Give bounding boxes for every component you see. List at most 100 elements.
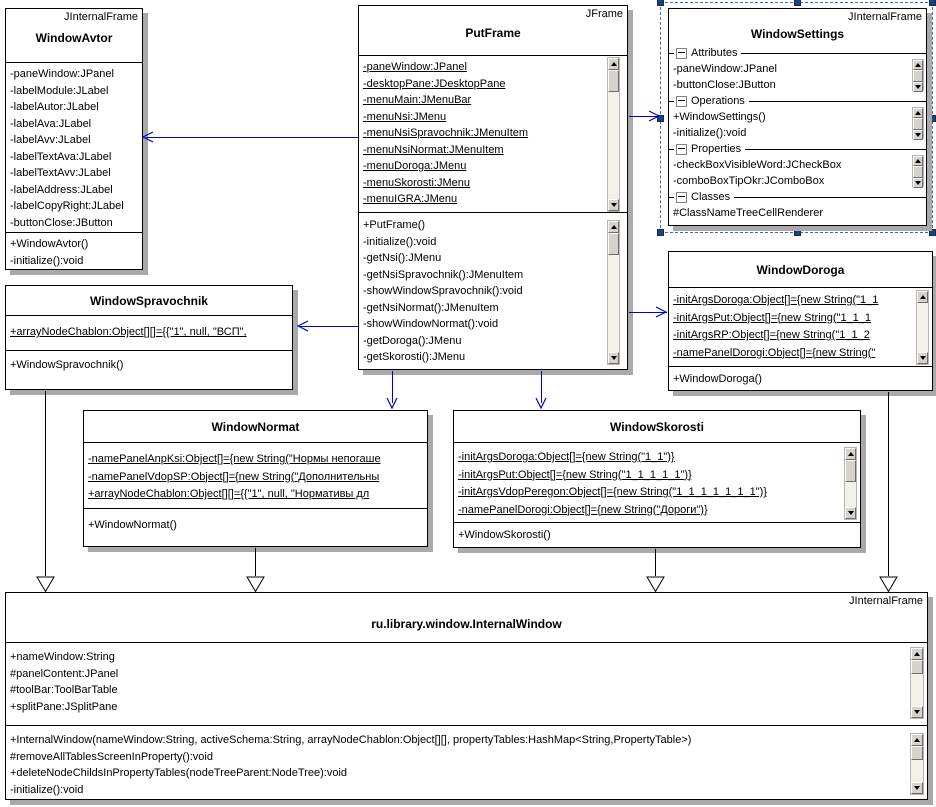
section-header-attributes: Attributes	[669, 45, 926, 61]
property-row: -checkBoxVisibleWord:JCheckBox	[673, 159, 842, 171]
scroll-down-button[interactable]	[917, 352, 928, 364]
class-box-window-normat[interactable]: WindowNormat -namePanelAnpKsi:Object[]={…	[83, 410, 428, 547]
scrollbar-track[interactable]	[608, 92, 619, 199]
scroll-up-button[interactable]	[917, 291, 928, 303]
scroll-up-button[interactable]	[913, 60, 923, 70]
operation-row: +deleteNodeChildsInPropertyTables(nodeTr…	[10, 767, 348, 779]
attribute-row: -buttonClose:JButton	[673, 79, 776, 91]
class-box-window-settings[interactable]: JInternalFrame WindowSettings Attributes…	[668, 8, 927, 226]
attributes-mini-scrollbar[interactable]	[912, 59, 924, 92]
association-line[interactable]	[629, 312, 667, 313]
selection-handle[interactable]	[929, 229, 936, 236]
operation-row: +InternalWindow(nameWindow:String, activ…	[10, 734, 692, 746]
class-box-internal-window[interactable]: JInternalFrame ru.library.window.Interna…	[5, 592, 928, 800]
selection-handle[interactable]	[929, 0, 936, 6]
scroll-up-button[interactable]	[608, 221, 619, 233]
scroll-up-button[interactable]	[913, 156, 923, 166]
association-line[interactable]	[146, 137, 358, 138]
scrollbar-thumb[interactable]	[608, 70, 619, 92]
scrollbar-thumb[interactable]	[911, 746, 923, 760]
class-stereotype: JInternalFrame	[848, 11, 922, 23]
attributes-scrollbar[interactable]	[916, 290, 929, 365]
class-box-window-avtor[interactable]: JInternalFrame WindowAvtor -paneWindow:J…	[5, 8, 143, 270]
selection-handle[interactable]	[794, 229, 801, 236]
generalization-line[interactable]	[888, 392, 889, 576]
scrollbar-track[interactable]	[917, 303, 928, 352]
scrollbar-thumb[interactable]	[845, 460, 856, 482]
operations-scrollbar[interactable]	[607, 220, 620, 365]
attribute-row: -namePanelVdopSP:Object[]={new String("Д…	[88, 470, 380, 483]
attribute-row: -labelTextAva:JLabel	[10, 150, 112, 163]
scrollbar-track[interactable]	[845, 482, 856, 507]
operations-scrollbar[interactable]	[910, 733, 924, 795]
association-line[interactable]	[629, 116, 659, 117]
scrollbar-thumb[interactable]	[913, 70, 923, 82]
scrollbar-thumb[interactable]	[913, 118, 923, 130]
scroll-down-button[interactable]	[911, 706, 923, 718]
operation-row: #removeAllTablesScreenInProperty():void	[10, 750, 213, 763]
selection-handle[interactable]	[657, 229, 664, 236]
properties-mini-scrollbar[interactable]	[912, 155, 924, 188]
attribute-row: -labelAva:JLabel	[10, 117, 92, 130]
scrollbar-track[interactable]	[608, 255, 619, 352]
attributes-scrollbar[interactable]	[607, 57, 620, 212]
attribute-row: -initArgsPut:Object[]={new String("1_1_1	[673, 311, 872, 324]
scrollbar-thumb[interactable]	[913, 166, 923, 178]
scroll-up-button[interactable]	[911, 648, 923, 660]
scrollbar-track[interactable]	[911, 674, 923, 706]
scroll-down-icon	[915, 181, 921, 185]
operation-row: -getNsi():JMenu	[363, 252, 442, 264]
scroll-down-button[interactable]	[913, 178, 923, 188]
scroll-up-button[interactable]	[911, 734, 923, 746]
attribute-row: -labelCopyRight:JLabel	[10, 200, 124, 212]
class-box-window-spravochnik[interactable]: WindowSpravochnik +arrayNodeChablon:Obje…	[5, 285, 293, 390]
collapse-icon[interactable]	[676, 47, 687, 59]
scroll-up-button[interactable]	[845, 448, 856, 460]
selection-frame	[657, 0, 936, 236]
operation-row: -getNsiSpravochnik():JMenuItem	[363, 268, 524, 281]
selection-handle[interactable]	[657, 0, 664, 6]
scrollbar-thumb[interactable]	[608, 233, 619, 255]
scroll-up-button[interactable]	[913, 108, 923, 118]
scroll-down-button[interactable]	[911, 782, 923, 794]
section-label: Attributes	[691, 47, 738, 59]
attribute-row: +nameWindow:String	[10, 651, 115, 663]
attributes-scrollbar[interactable]	[844, 447, 857, 520]
attribute-row: -menuNsiSpravochnik:JMenuItem	[363, 127, 529, 139]
scroll-up-button[interactable]	[608, 58, 619, 70]
association-line[interactable]	[300, 326, 358, 327]
section-header-classes: Classes	[669, 189, 926, 205]
association-line[interactable]	[392, 371, 393, 403]
scrollbar-track[interactable]	[911, 760, 923, 782]
generalization-line[interactable]	[255, 548, 256, 576]
collapse-icon[interactable]	[676, 143, 687, 155]
section-label: Operations	[691, 95, 745, 107]
scroll-down-button[interactable]	[608, 199, 619, 211]
attribute-row: -labelModule:JLabel	[10, 84, 109, 97]
operations-mini-scrollbar[interactable]	[912, 107, 924, 140]
class-stereotype: JInternalFrame	[849, 595, 923, 607]
association-line[interactable]	[541, 371, 542, 403]
class-box-put-frame[interactable]: JFrame PutFrame -paneWindow:JPanel -desk…	[358, 5, 628, 370]
class-row: #ClassNameTreeCellRenderer	[673, 207, 823, 219]
class-box-window-skorosti[interactable]: WindowSkorosti -initArgsDoroga:Object[]=…	[453, 410, 861, 548]
open-arrowhead-left-icon	[142, 131, 154, 143]
collapse-icon[interactable]	[676, 191, 687, 203]
class-name: WindowNormat	[211, 420, 300, 434]
selection-handle[interactable]	[929, 115, 936, 122]
scroll-down-button[interactable]	[913, 82, 923, 92]
generalization-line[interactable]	[45, 391, 46, 576]
generalization-line[interactable]	[655, 549, 656, 576]
attributes-scrollbar[interactable]	[910, 647, 924, 719]
selection-handle[interactable]	[657, 115, 664, 122]
scroll-down-button[interactable]	[608, 352, 619, 364]
scroll-down-button[interactable]	[913, 130, 923, 140]
scroll-down-button[interactable]	[845, 507, 856, 519]
operation-row: +WindowSpravochnik()	[10, 359, 124, 371]
collapse-icon[interactable]	[676, 95, 687, 107]
selection-handle[interactable]	[794, 0, 801, 6]
scroll-up-icon	[915, 63, 921, 67]
class-box-window-doroga[interactable]: WindowDoroga -initArgsDoroga:Object[]={n…	[668, 251, 933, 391]
operation-row: +PutFrame()	[363, 219, 426, 231]
scrollbar-thumb[interactable]	[911, 660, 923, 674]
